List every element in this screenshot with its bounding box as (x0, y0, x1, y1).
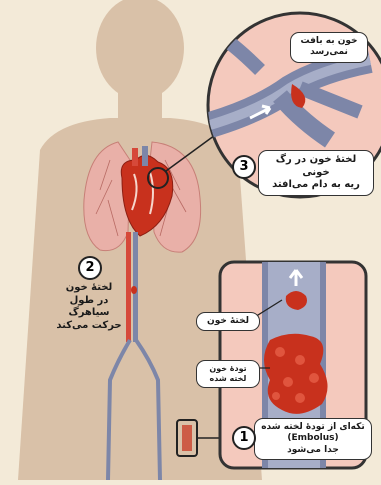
label-embolus: تکه‌ای از تودهٔ لخته شده (Embolus) جدا م… (254, 418, 372, 460)
clot-mass (264, 334, 328, 414)
step-3-badge: 3 (232, 155, 256, 179)
step-1-badge: 1 (232, 426, 256, 450)
label-blood-not-reach: خون به بافت نمی‌رسد (290, 32, 368, 63)
label-clot-piece: لختهٔ خون (196, 312, 260, 331)
label-clot-trapped: لختهٔ خون در رگ خونی ریه به دام می‌افتد (258, 150, 374, 196)
label-clot-travels: لختهٔ خون در طول سیاهرگ حرکت می‌کند (54, 282, 124, 332)
travelling-clot (131, 286, 137, 294)
step-2-badge: 2 (78, 256, 102, 280)
label-clot-mass: تودهٔ خون لخته شده (196, 360, 260, 388)
